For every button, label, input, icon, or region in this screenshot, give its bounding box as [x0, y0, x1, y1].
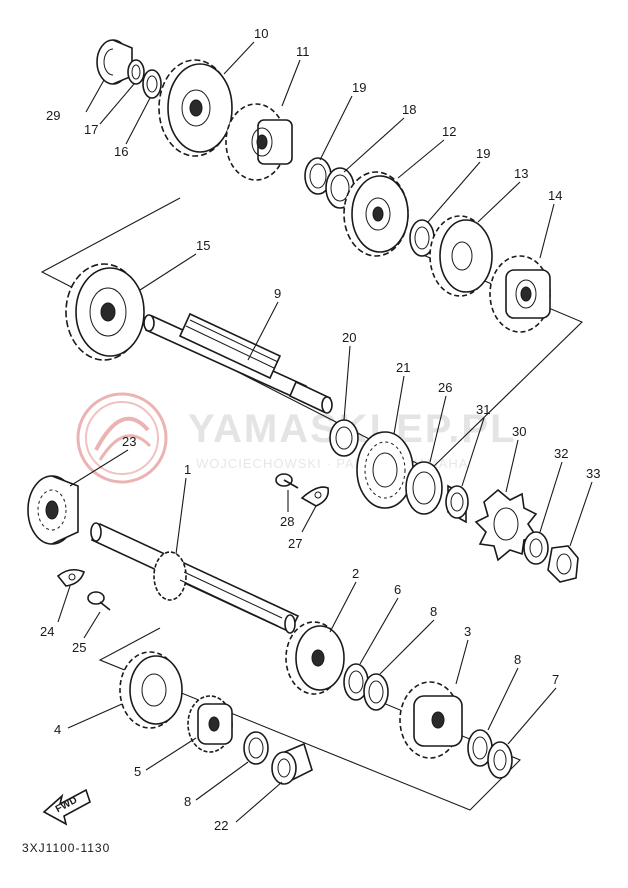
label-8-c: 8 — [184, 794, 191, 809]
part-15-gear — [65, 263, 145, 361]
label-10: 10 — [254, 26, 268, 41]
part-7-washer — [487, 741, 513, 779]
label-25: 25 — [72, 640, 86, 655]
part-21-bearing — [356, 431, 414, 509]
label-8-a: 8 — [430, 604, 437, 619]
watermark-logo-icon — [76, 392, 168, 484]
part-12-gear — [343, 171, 409, 257]
label-12: 12 — [442, 124, 456, 139]
label-4: 4 — [54, 722, 61, 737]
label-3: 3 — [464, 624, 471, 639]
label-19-upper: 19 — [352, 80, 366, 95]
label-6: 6 — [394, 582, 401, 597]
label-23: 23 — [122, 434, 136, 449]
part-1-drive-axle — [90, 522, 300, 634]
part-20-washer — [329, 419, 359, 457]
label-33: 33 — [586, 466, 600, 481]
label-24: 24 — [40, 624, 54, 639]
part-28-bolt — [275, 473, 299, 489]
part-10-gear — [158, 59, 233, 157]
label-21: 21 — [396, 360, 410, 375]
part-16-circlip — [142, 69, 162, 99]
part-3-gear — [399, 681, 463, 759]
part-33-nut — [547, 545, 579, 583]
label-22: 22 — [214, 818, 228, 833]
label-2: 2 — [352, 566, 359, 581]
label-8-b: 8 — [514, 652, 521, 667]
diagram-code: 3XJ1100-1130 — [22, 841, 110, 855]
leader-lines — [57, 41, 593, 823]
label-31: 31 — [476, 402, 490, 417]
callout-labels: 29 17 16 10 11 19 18 12 19 13 14 15 9 20… — [40, 26, 600, 833]
part-26-oil-seal — [405, 461, 443, 515]
label-32: 32 — [554, 446, 568, 461]
part-14-gear — [489, 255, 551, 333]
label-26: 26 — [438, 380, 452, 395]
label-29: 29 — [46, 108, 60, 123]
label-11: 11 — [296, 44, 310, 59]
label-5: 5 — [134, 764, 141, 779]
part-29-bearing — [96, 39, 133, 85]
fwd-arrow-icon: FWD — [42, 788, 91, 826]
part-22-collar — [271, 742, 313, 785]
part-2-gear — [285, 621, 345, 695]
label-16: 16 — [114, 144, 128, 159]
part-32-lock-washer — [523, 531, 549, 565]
part-4-gear — [119, 651, 183, 729]
label-14: 14 — [548, 188, 562, 203]
part-23-bearing — [27, 475, 79, 545]
part-31-collar — [445, 484, 469, 524]
part-25-screw — [87, 591, 111, 611]
part-24-clip — [56, 568, 85, 587]
part-11-gear — [225, 103, 293, 181]
part-30-sprocket — [474, 488, 538, 562]
part-8-circlip-c — [243, 731, 269, 765]
lower-group-outline — [98, 627, 521, 811]
label-19-lower: 19 — [476, 146, 490, 161]
label-28: 28 — [280, 514, 294, 529]
label-1: 1 — [184, 462, 191, 477]
label-18: 18 — [402, 102, 416, 117]
watermark: YAMASKLEP.PL WOJCIECHOWSKI · PARTNER YAM… — [76, 392, 515, 484]
label-13: 13 — [514, 166, 528, 181]
label-17: 17 — [84, 122, 98, 137]
part-17-washer — [127, 59, 145, 85]
part-27-stopper-plate — [300, 486, 330, 507]
part-8-circlip-a — [363, 673, 389, 711]
label-30: 30 — [512, 424, 526, 439]
label-15: 15 — [196, 238, 210, 253]
label-7: 7 — [552, 672, 559, 687]
part-19-circlip-lower — [409, 219, 435, 257]
part-13-gear — [429, 215, 493, 297]
label-27: 27 — [288, 536, 302, 551]
part-9-main-axle — [143, 312, 333, 414]
label-9: 9 — [274, 286, 281, 301]
label-20: 20 — [342, 330, 356, 345]
part-5-gear — [187, 695, 233, 753]
